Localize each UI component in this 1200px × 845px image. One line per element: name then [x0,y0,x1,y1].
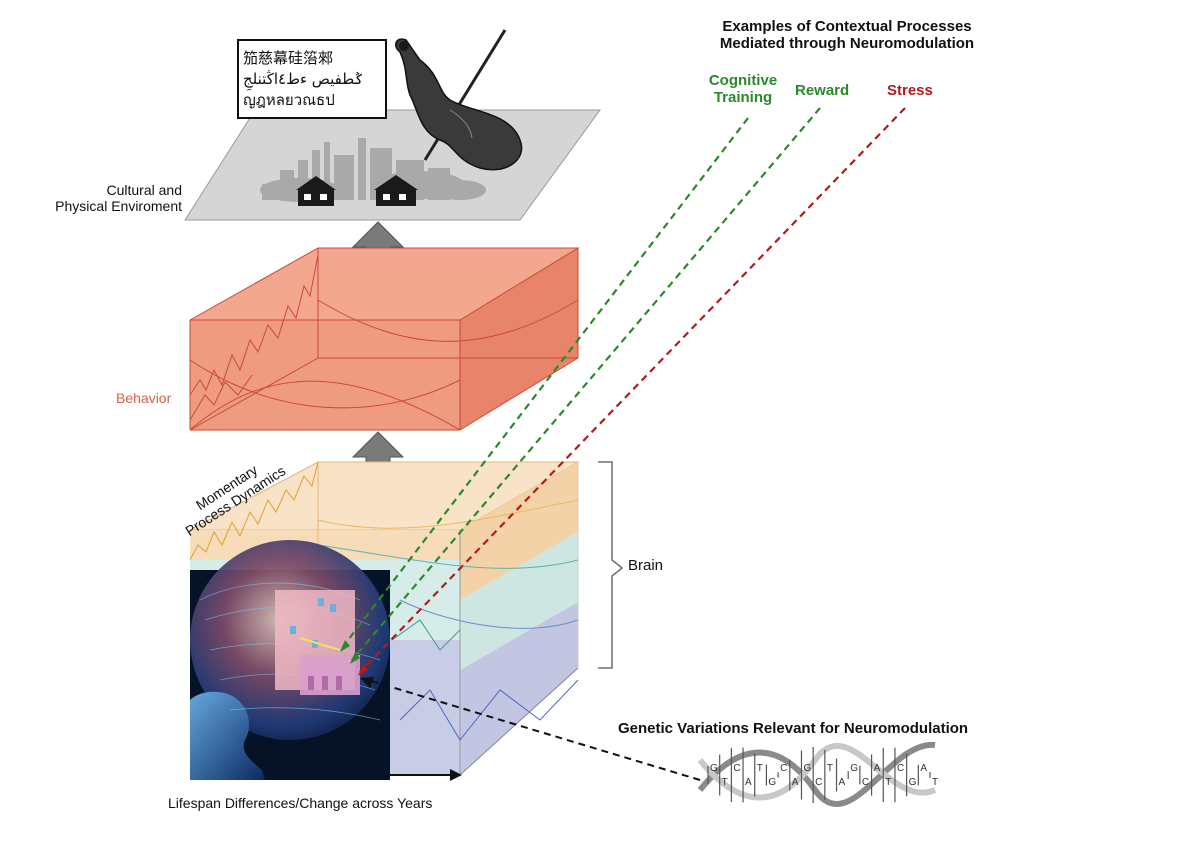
cognitive-label-line-2: Training [713,89,773,107]
dna-base-letter: T [722,777,728,788]
violin-icon [395,29,523,171]
lifespan-axis-label: Lifespan Differences/Change across Years [168,795,433,811]
sign-text: 笳慈幕硅箈郲 ݣطفيص ءط٤اڭتنلجِ ญฎหลยวณธป [243,48,383,111]
process-heading: Examples of Contextual Processes Mediate… [672,18,1022,53]
reward-label: Reward [795,82,850,99]
process-arrowheads [340,640,368,676]
environment-label-line-2: Physical Enviroment [55,198,182,215]
brain-image [190,540,390,780]
environment-label: Cultural and Physical Enviroment [40,182,182,214]
dna-base-letter: A [745,777,752,788]
dna-base-letter: T [885,777,891,788]
dna-base-letter: A [839,777,846,788]
dna-base-letter: A [920,763,927,774]
dna-base-letter: A [874,763,881,774]
process-lines [341,107,906,673]
heading-line-1: Examples of Contextual Processes [722,18,972,35]
environment-plane [184,29,601,221]
dna-base-letter: C [862,777,869,788]
sign-line-1: 笳慈幕硅箈郲 [243,49,334,67]
dna-base-letter: G [710,763,718,774]
genetics-link-line [360,677,701,781]
head-silhouette [190,691,265,780]
sign-line-2: ݣطفيص ءط٤اڭتنلجِ [243,70,364,88]
behavior-label: Behavior [116,390,172,406]
cognitive-training-label: Cognitive Training [690,72,796,107]
dna-base-letter: T [932,777,938,788]
sign-line-3: ญฎหลยวณธป [243,91,335,109]
dna-base-letter: G [850,763,858,774]
environment-label-line-1: Cultural and [106,182,183,198]
dna-base-letter: G [803,763,811,774]
reward-line [351,107,821,661]
brain-label: Brain [628,557,664,574]
dna-base-letter: A [792,777,799,788]
dna-base-letter: C [897,763,904,774]
cognitive-training-line [341,117,749,649]
dna-base-letter: T [827,763,833,774]
cognitive-label-line-1: Cognitive [708,72,778,89]
stress-line [359,107,906,673]
house-icon [374,175,418,206]
dna-base-letter: G [768,777,776,788]
dna-base-letter: C [780,763,787,774]
heading-line-2: Mediated through Neuromodulation [719,35,975,53]
dna-base-letter: T [757,763,763,774]
sign-board [237,39,387,119]
stress-label: Stress [887,82,933,99]
brain-bracket [598,461,624,669]
dna-base-letter: G [909,777,917,788]
dna-base-letter: C [733,763,740,774]
house-icon [296,176,336,206]
behavior-box [189,247,580,431]
dna-base-letter: C [815,777,822,788]
genetics-label: Genetic Variations Relevant for Neuromod… [618,720,969,737]
